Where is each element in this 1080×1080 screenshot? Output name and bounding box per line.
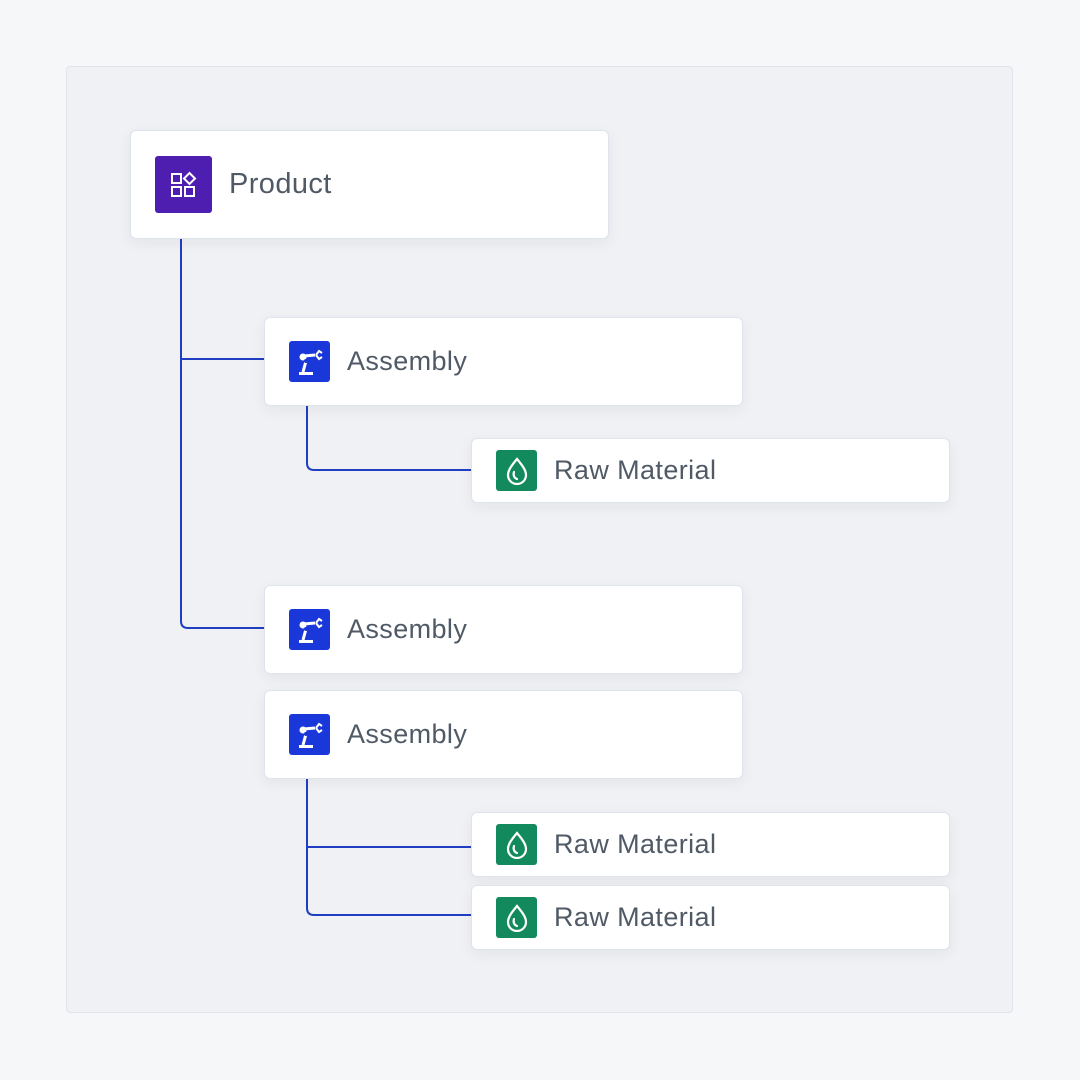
assembly-node[interactable]: Assembly [264, 585, 743, 674]
raw-material-label: Raw Material [554, 829, 717, 859]
assembly-node[interactable]: Assembly [264, 317, 743, 406]
assembly-label: Assembly [347, 346, 468, 376]
raw-material-label: Raw Material [554, 902, 717, 932]
droplet-icon [496, 450, 537, 491]
robot-arm-icon [289, 714, 330, 755]
product-label: Product [229, 168, 332, 200]
assembly-label: Assembly [347, 614, 468, 644]
raw-material-node[interactable]: Raw Material [471, 885, 950, 950]
assembly-label: Assembly [347, 719, 468, 749]
droplet-icon [496, 897, 537, 938]
robot-arm-icon [289, 609, 330, 650]
raw-material-node[interactable]: Raw Material [471, 812, 950, 877]
raw-material-label: Raw Material [554, 455, 717, 485]
droplet-icon [496, 824, 537, 865]
raw-material-node[interactable]: Raw Material [471, 438, 950, 503]
product-blocks-icon [155, 156, 212, 213]
product-node[interactable]: Product [130, 130, 609, 239]
robot-arm-icon [289, 341, 330, 382]
assembly-node[interactable]: Assembly [264, 690, 743, 779]
